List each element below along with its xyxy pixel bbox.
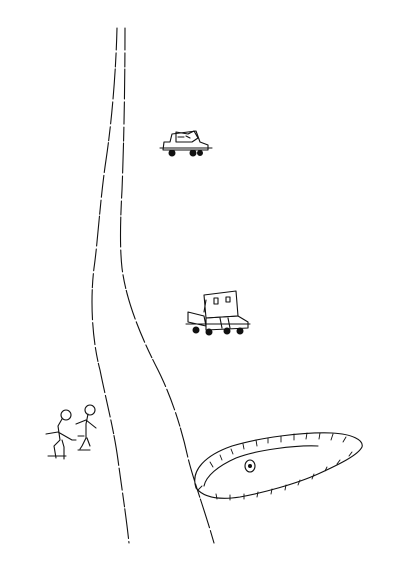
road-left-edge — [91, 27, 130, 544]
road-right-edge — [119, 27, 215, 544]
pond-sketch — [194, 432, 363, 501]
truck-sketch — [185, 290, 251, 336]
people-sketch — [45, 404, 97, 460]
car-sketch — [159, 130, 213, 157]
